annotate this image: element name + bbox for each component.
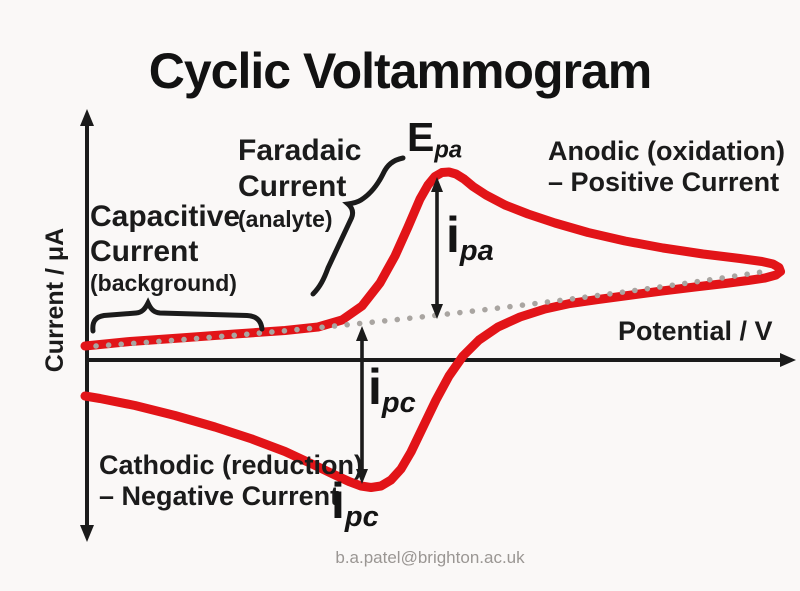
capacitive-line3: (background) — [90, 270, 237, 296]
faradaic-line1: Faradaic — [238, 134, 362, 167]
ipa-label: ipa — [446, 206, 494, 268]
ipa-sub: pa — [459, 235, 494, 268]
ipc-mid-label: ipc — [368, 358, 416, 420]
capacitive-brace — [90, 297, 265, 334]
epa-sub: pa — [434, 136, 463, 164]
ipa-arrow — [431, 177, 443, 319]
ipc-bottom-sub: pc — [344, 501, 379, 534]
faradaic-line3: (analyte) — [238, 206, 333, 232]
capacitive-line2: Current — [90, 235, 199, 268]
y-axis-arrow — [80, 109, 94, 542]
cathodic-label: Cathodic (reduction) – Negative Current — [99, 450, 363, 512]
anodic-line1: Anodic (oxidation) — [548, 136, 785, 166]
cathodic-line1: Cathodic (reduction) — [99, 450, 363, 480]
epa-base: E — [407, 114, 435, 160]
baseline-dotted-line — [93, 268, 771, 349]
x-axis-label: Potential / V — [618, 316, 773, 346]
footer-email: b.a.patel@brighton.ac.uk — [335, 548, 525, 567]
capacitive-line1: Capacitive — [90, 200, 241, 233]
page-title: Cyclic Voltammogram — [148, 43, 652, 99]
epa-label: Epa — [407, 114, 462, 165]
cathodic-line2: – Negative Current — [99, 481, 340, 511]
faradaic-current-label: Faradaic Current (analyte) — [238, 133, 361, 233]
ipc-mid-sub: pc — [381, 387, 416, 420]
anodic-label: Anodic (oxidation) – Positive Current — [548, 136, 785, 198]
ipa-base: i — [446, 207, 460, 263]
y-axis-label: Current / μA — [41, 227, 69, 373]
anodic-line2: – Positive Current — [548, 167, 780, 197]
x-axis-arrow — [87, 353, 796, 367]
ipc-bottom-base: i — [331, 473, 345, 529]
cv-curve — [80, 167, 785, 492]
ipc-bottom-label: ipc — [331, 472, 379, 534]
ipc-mid-base: i — [368, 359, 382, 415]
capacitive-current-label: Capacitive Current (background) — [90, 199, 240, 297]
ipc-arrow — [356, 326, 368, 484]
faradaic-line2: Current — [238, 170, 347, 203]
faradaic-brace — [310, 155, 406, 297]
